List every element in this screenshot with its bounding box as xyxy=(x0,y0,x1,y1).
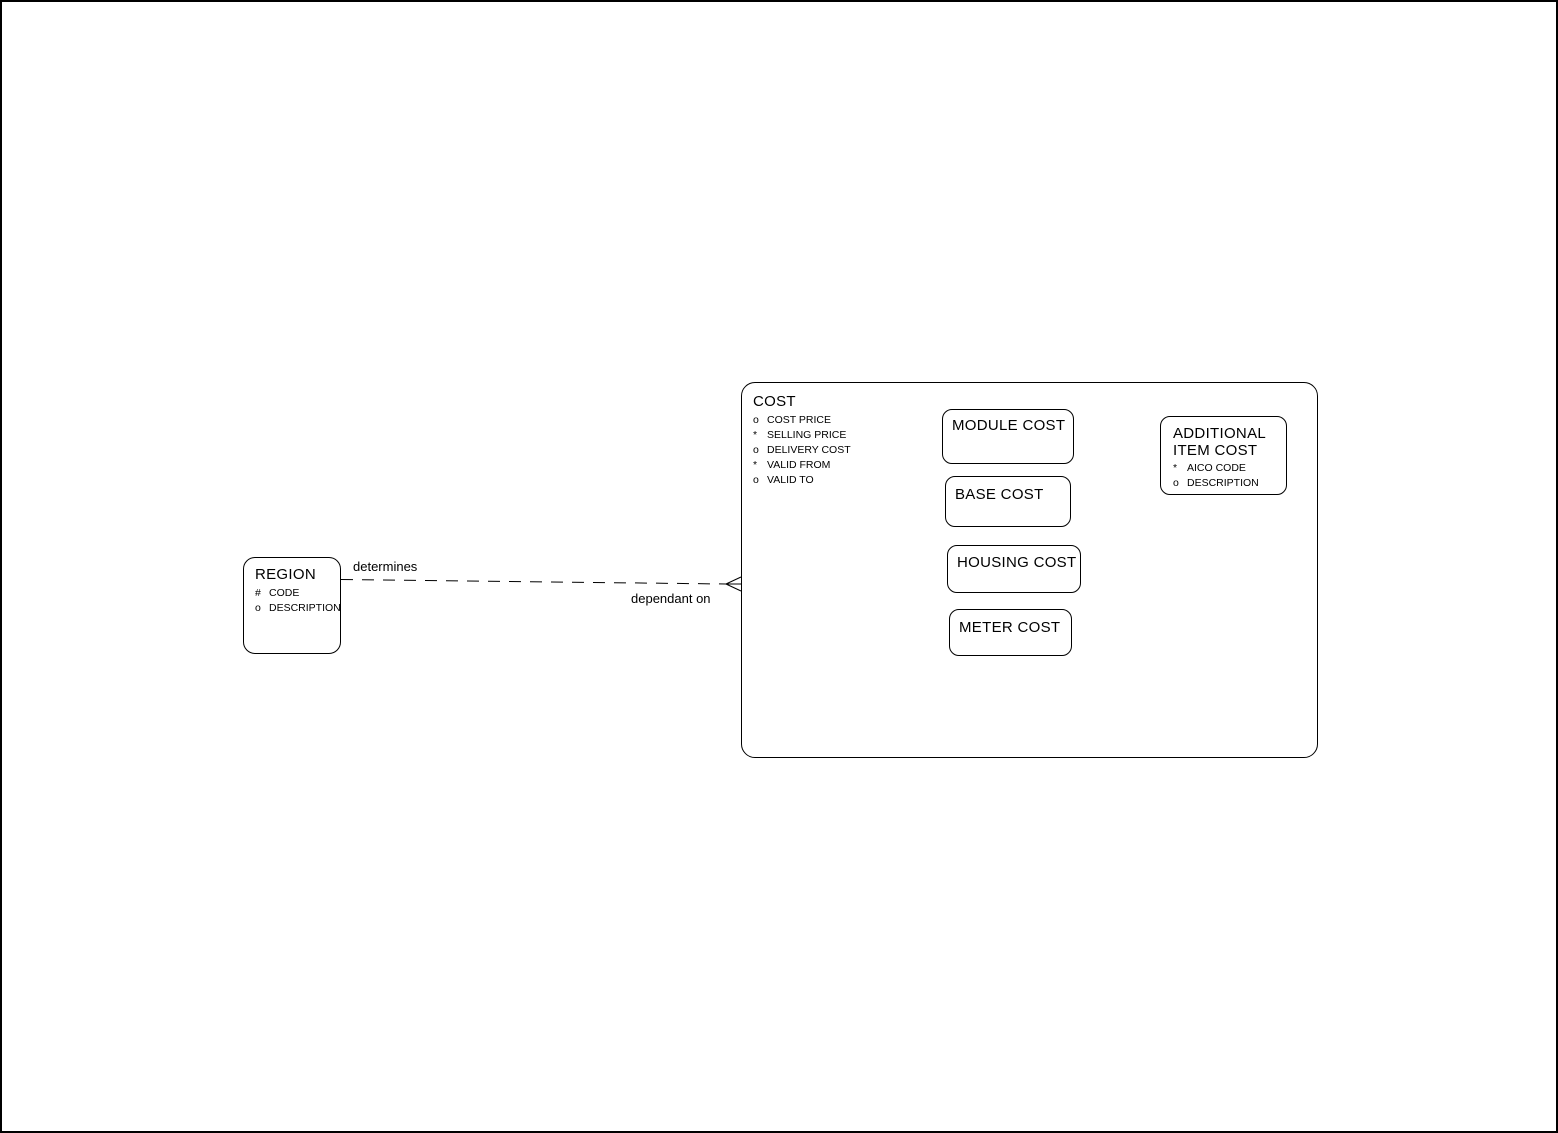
attribute-row: o DESCRIPTION xyxy=(255,601,340,616)
attribute-optional-marker: o xyxy=(753,414,759,426)
attribute-name: SELLING PRICE xyxy=(767,429,847,441)
attribute-mandatory-marker: * xyxy=(753,459,758,471)
entity-title: REGION xyxy=(255,566,316,583)
relationship-line-region-cost[interactable] xyxy=(340,579,727,585)
entity-housing-cost[interactable]: HOUSING COST xyxy=(947,545,1081,593)
attribute-name: DESCRIPTION xyxy=(1187,477,1259,489)
entity-title: BASE COST xyxy=(955,486,1044,503)
attribute-row: # CODE xyxy=(255,586,340,601)
entity-title: ADDITIONAL ITEM COST xyxy=(1173,425,1266,459)
attribute-name: DESCRIPTION xyxy=(269,602,341,614)
attribute-name: VALID TO xyxy=(767,474,814,486)
entity-title: COST xyxy=(753,393,796,410)
attribute-row: * AICO CODE xyxy=(1173,461,1282,476)
attribute-optional-marker: o xyxy=(1173,477,1179,489)
entity-base-cost[interactable]: BASE COST xyxy=(945,476,1071,527)
attribute-mandatory-marker: * xyxy=(753,429,758,441)
attribute-list: # CODE o DESCRIPTION xyxy=(255,586,340,616)
attribute-list: o COST PRICE * SELLING PRICE o DELIVERY … xyxy=(753,413,1317,488)
crows-foot-many-icon xyxy=(725,576,742,592)
attribute-mandatory-marker: * xyxy=(1173,462,1178,474)
entity-module-cost[interactable]: MODULE COST xyxy=(942,409,1074,464)
attribute-row: * SELLING PRICE xyxy=(753,428,1317,443)
attribute-row: o COST PRICE xyxy=(753,413,1317,428)
entity-meter-cost[interactable]: METER COST xyxy=(949,609,1072,656)
attribute-name: AICO CODE xyxy=(1187,462,1246,474)
entity-region[interactable]: REGION # CODE o DESCRIPTION xyxy=(243,557,341,654)
attribute-name: CODE xyxy=(269,587,300,599)
attribute-list: * AICO CODE o DESCRIPTION xyxy=(1173,461,1282,491)
attribute-name: DELIVERY COST xyxy=(767,444,851,456)
entity-title: METER COST xyxy=(959,619,1061,636)
attribute-name: COST PRICE xyxy=(767,414,831,426)
attribute-name: VALID FROM xyxy=(767,459,831,471)
attribute-row: o DELIVERY COST xyxy=(753,443,1317,458)
entity-title: MODULE COST xyxy=(952,417,1066,434)
attribute-optional-marker: o xyxy=(753,444,759,456)
attribute-uid-marker: # xyxy=(255,587,261,599)
attribute-optional-marker: o xyxy=(753,474,759,486)
attribute-row: o VALID TO xyxy=(753,473,1317,488)
entity-title: HOUSING COST xyxy=(957,554,1077,571)
attribute-row: o DESCRIPTION xyxy=(1173,476,1282,491)
relationship-label-dependant-on: dependant on xyxy=(631,591,711,606)
entity-additional-item-cost[interactable]: ADDITIONAL ITEM COST * AICO CODE o DESCR… xyxy=(1160,416,1287,495)
attribute-row: * VALID FROM xyxy=(753,458,1317,473)
entity-cost[interactable]: COST o COST PRICE * SELLING PRICE o DELI… xyxy=(741,382,1318,758)
attribute-optional-marker: o xyxy=(255,602,261,614)
relationship-label-determines: determines xyxy=(353,559,418,574)
